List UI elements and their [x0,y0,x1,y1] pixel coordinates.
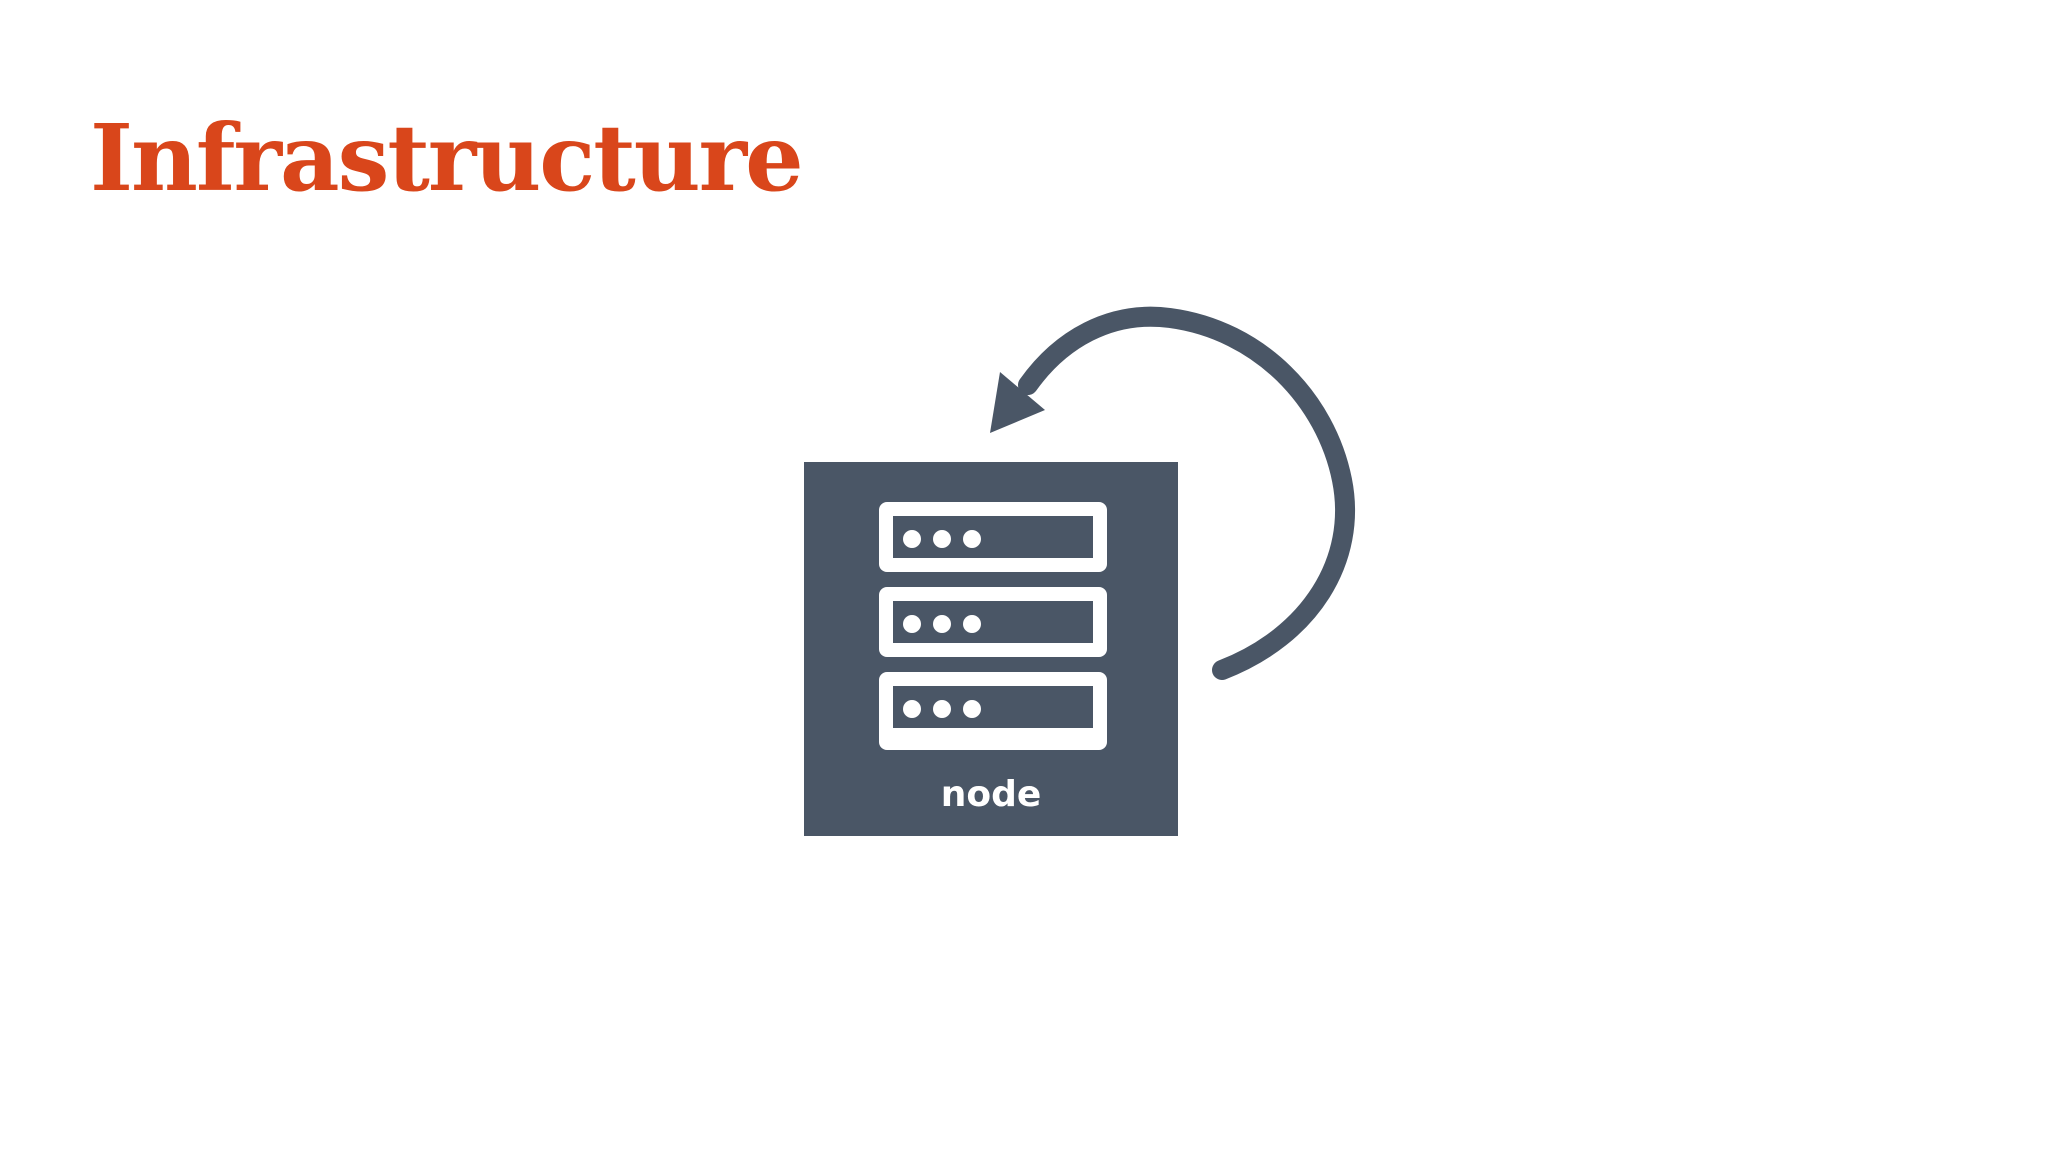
arrow-arc [1018,306,1356,680]
server-unit [879,587,1107,657]
arrow-head [990,372,1045,433]
server-unit [879,502,1107,572]
circular-arrow-icon [990,306,1356,680]
node-label: node [941,774,1042,815]
server-unit [879,672,1107,750]
server-rack-icon [879,502,1107,750]
slide-title: Infrastructure [90,104,804,212]
node-box: node [804,462,1178,836]
